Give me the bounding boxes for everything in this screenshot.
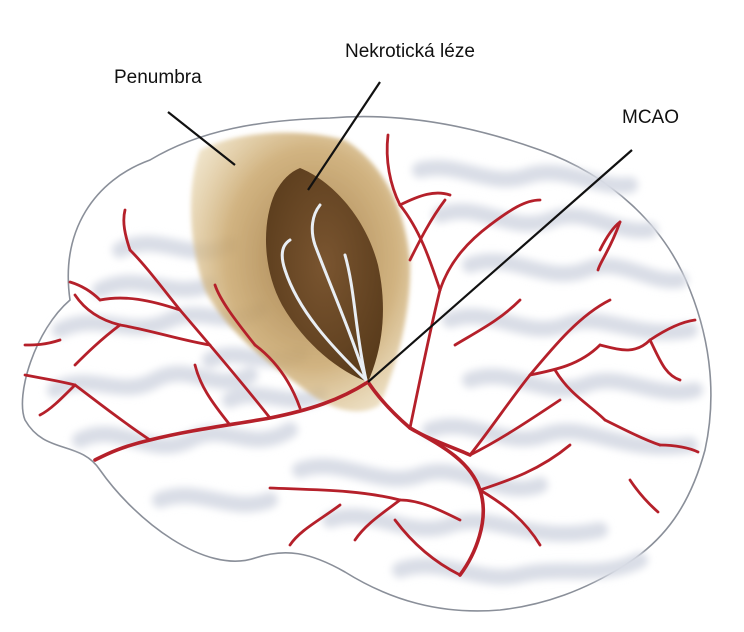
necrotic-core: [265, 168, 383, 382]
penumbra-leader-line: [167, 111, 236, 166]
necrotic-lesion-leader-line: [307, 81, 381, 191]
arteries: [23, 133, 700, 577]
mcao-label: MCAO: [622, 107, 679, 128]
mcao-leader-line: [367, 149, 633, 383]
penumbra-label: Penumbra: [114, 67, 202, 88]
occluded-vessels: [280, 203, 368, 382]
brain-gyri: [47, 159, 703, 586]
necrotic-lesion-label: Nekrotická léze: [345, 41, 475, 62]
